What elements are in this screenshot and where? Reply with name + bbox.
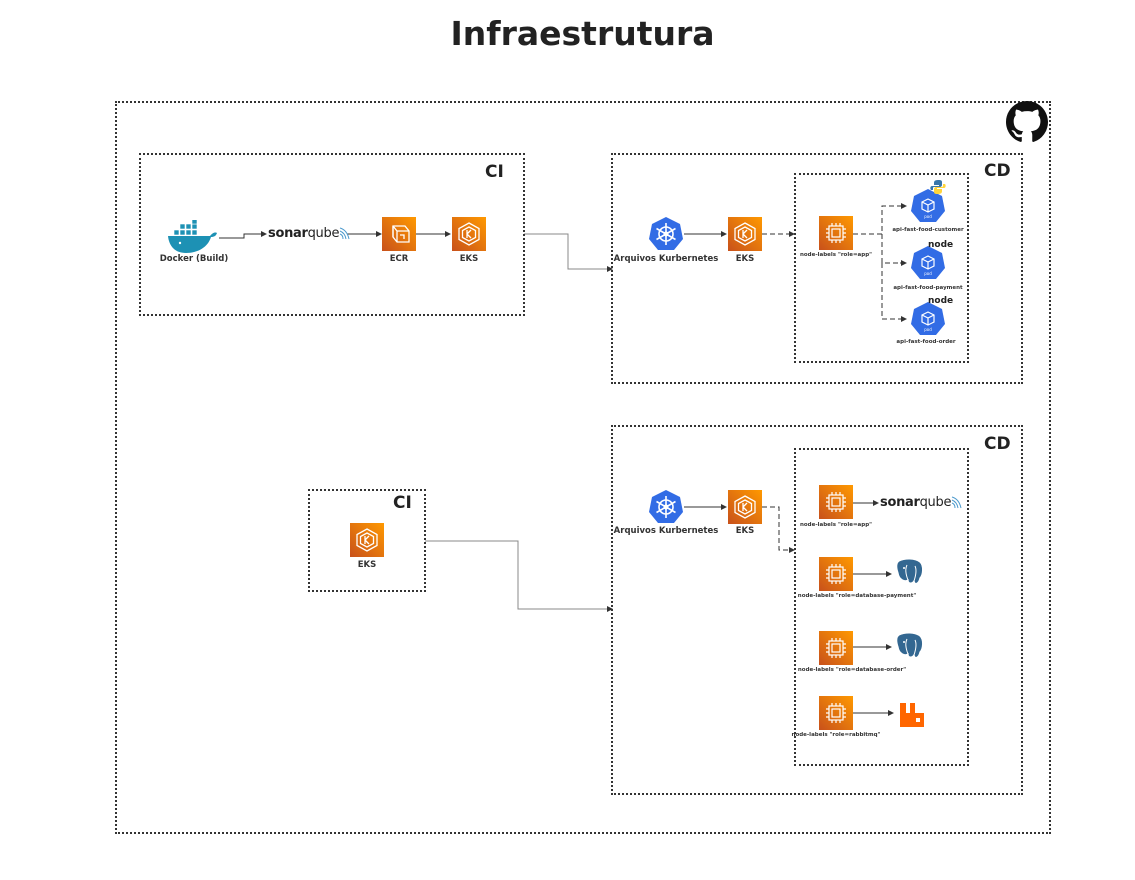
node-label: node-labels "role=rabbitmq" <box>791 732 881 738</box>
pod-icon: pod <box>909 244 947 287</box>
lower-ci-box <box>308 489 426 592</box>
svg-text:pod: pod <box>924 271 932 276</box>
sonarqube-suffix: qube <box>919 495 952 510</box>
edge-ci-cd-lower <box>425 540 613 612</box>
pod-label: api-fast-food-order <box>896 339 956 345</box>
pod-label: api-fast-food-payment <box>893 285 963 291</box>
sonarqube-logo: sonarqube <box>880 495 963 510</box>
nodejs-badge: node <box>928 296 954 306</box>
node-label: node-labels "role=app" <box>799 252 873 258</box>
sonar-waves-icon <box>951 496 962 509</box>
eks-label: EKS <box>357 560 377 570</box>
python-icon <box>930 179 946 200</box>
k8s-label: Arquivos Kurbernetes <box>613 526 719 536</box>
ec2-icon <box>819 557 853 591</box>
postgresql-icon <box>893 557 925 594</box>
nodejs-badge: node <box>928 240 954 250</box>
sonarqube-brand: sonar <box>268 226 308 241</box>
upper-ci-box <box>139 153 525 316</box>
edge-docker-sonar <box>219 231 267 239</box>
edge-eks-nodes-lower <box>762 506 795 553</box>
postgresql-icon <box>893 631 925 668</box>
pod-icon: pod <box>909 187 947 230</box>
pod-label: api-fast-food-customer <box>892 227 964 233</box>
ecr-label: ECR <box>389 254 409 264</box>
lower-node-group <box>794 448 969 766</box>
node-label: node-labels "role=app" <box>799 522 873 528</box>
upper-cd-label: CD <box>984 161 1011 181</box>
sonarqube-suffix: qube <box>307 226 340 241</box>
github-icon <box>1006 101 1048 148</box>
ec2-icon <box>819 631 853 665</box>
kubernetes-icon <box>648 216 684 257</box>
lower-ci-label: CI <box>393 493 412 513</box>
kubernetes-icon <box>648 489 684 530</box>
edge-ci-cd-upper <box>524 233 613 272</box>
upper-ci-label: CI <box>485 162 504 182</box>
lower-cd-box <box>611 425 1023 795</box>
sonar-waves-icon <box>339 227 350 240</box>
eks-label: EKS <box>735 526 755 536</box>
docker-icon <box>166 218 218 259</box>
node-label: node-labels "role=database-order" <box>797 667 907 673</box>
svg-text:pod: pod <box>924 327 932 332</box>
pod-icon: pod <box>909 300 947 343</box>
node-label: node-labels "role=database-payment" <box>797 593 917 599</box>
upper-cd-box <box>611 153 1023 384</box>
svg-text:pod: pod <box>924 214 932 219</box>
lower-cd-label: CD <box>984 434 1011 454</box>
ec2-icon <box>819 696 853 730</box>
docker-label: Docker (Build) <box>159 254 229 264</box>
github-frame <box>115 101 1051 834</box>
k8s-label: Arquivos Kurbernetes <box>613 254 719 264</box>
eks-icon <box>452 217 486 251</box>
ecr-icon <box>382 217 416 251</box>
sonarqube-brand: sonar <box>880 495 920 510</box>
eks-icon <box>728 490 762 524</box>
ec2-icon <box>819 216 853 250</box>
eks-icon <box>728 217 762 251</box>
eks-label: EKS <box>459 254 479 264</box>
upper-node-group <box>794 173 969 363</box>
eks-icon <box>350 523 384 557</box>
page-title: Infraestrutura <box>450 14 715 53</box>
ec2-icon <box>819 485 853 519</box>
sonarqube-logo: sonarqube <box>268 226 351 241</box>
edge-node-pods <box>853 205 905 320</box>
eks-label: EKS <box>735 254 755 264</box>
rabbitmq-icon <box>898 701 926 734</box>
